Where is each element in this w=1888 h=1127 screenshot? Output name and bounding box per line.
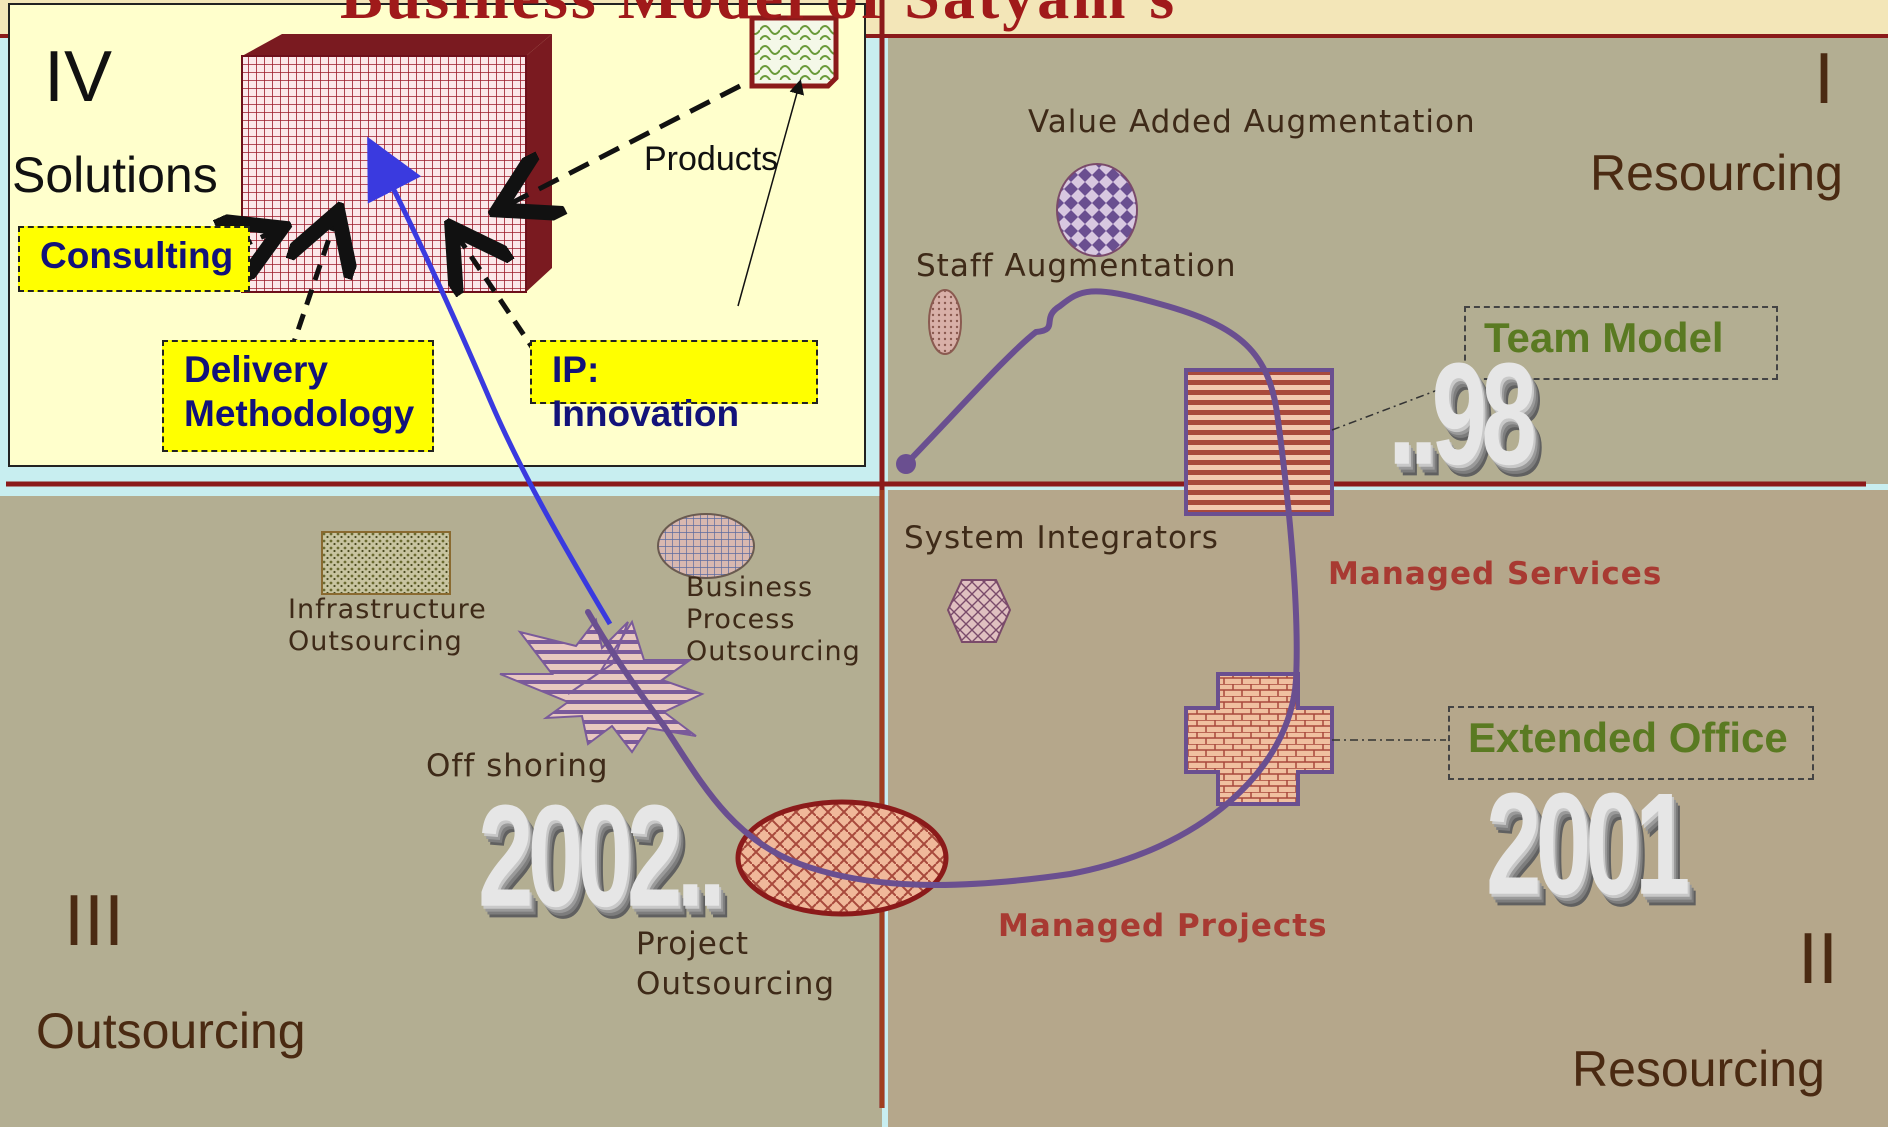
quadrant-iii-name: Outsourcing	[36, 1003, 306, 1059]
delivery-methodology-box: Delivery Methodology	[162, 340, 434, 452]
staff-augmentation-label: Staff Augmentation	[916, 248, 1237, 284]
bpo-line2: Process	[686, 604, 796, 635]
system-integrators-label: System Integrators	[904, 520, 1219, 556]
year-2001-label: 2001	[1486, 763, 1690, 926]
quadrant-i-numeral: I	[1814, 39, 1835, 119]
extended-office-box: Extended Office	[1448, 706, 1814, 780]
delivery-label-line2: Methodology	[184, 393, 415, 434]
value-added-augmentation-label: Value Added Augmentation	[1028, 104, 1476, 140]
project-line2: Outsourcing	[636, 966, 836, 1002]
ip-innovation-box: IP: Innovation	[530, 340, 818, 434]
managed-projects-label: Managed Projects	[998, 908, 1328, 944]
team-model-box: Team Model	[1464, 306, 1778, 380]
project-line1: Project	[636, 926, 750, 962]
extended-office-label: Extended Office	[1468, 714, 1788, 761]
consulting-box: Consulting	[18, 226, 250, 292]
quadrant-iv-numeral: IV	[44, 37, 113, 117]
bpo-line3: Outsourcing	[686, 636, 861, 667]
year-98-label: ..98	[1388, 333, 1537, 496]
team-model-label: Team Model	[1484, 314, 1724, 361]
quadrant-iv-name: Solutions	[12, 147, 218, 203]
ip-innovation-label: IP: Innovation	[552, 349, 740, 434]
infra-line1: Infrastructure	[288, 594, 487, 625]
bpo-line1: Business	[686, 572, 814, 603]
managed-services-label: Managed Services	[1328, 556, 1663, 592]
quadrant-ii-numeral: II	[1798, 919, 1839, 999]
infrastructure-outsourcing-label: Infrastructure Outsourcing	[288, 594, 487, 658]
offshoring-label: Off shoring	[426, 748, 609, 784]
consulting-label: Consulting	[40, 235, 234, 276]
delivery-label-line1: Delivery	[184, 349, 328, 390]
infra-line2: Outsourcing	[288, 626, 463, 657]
quadrant-ii-name: Resourcing	[1572, 1041, 1825, 1097]
header-title: Business Model of Satyam's	[340, 0, 1177, 34]
quadrant-iii-numeral: III	[64, 881, 125, 961]
quadrant-i-name: Resourcing	[1590, 145, 1843, 201]
year-2002-label: 2002..	[478, 775, 726, 938]
project-outsourcing-label: Project Outsourcing	[636, 924, 835, 1004]
bpo-label: Business Process Outsourcing	[686, 572, 861, 668]
products-label: Products	[644, 140, 779, 178]
